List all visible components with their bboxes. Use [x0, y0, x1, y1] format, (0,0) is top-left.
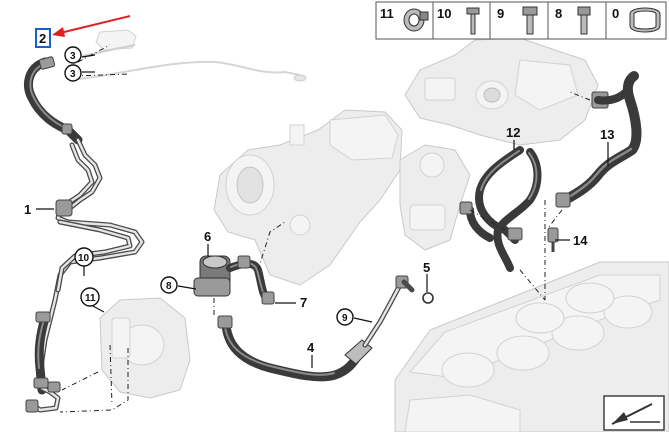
annotation-arrow	[52, 15, 131, 37]
callout-13: 13	[600, 127, 614, 142]
callout-11: 11	[85, 293, 96, 304]
callout-3-top-circle	[64, 46, 82, 64]
assembly-lines	[59, 44, 591, 413]
callout-14: 14	[573, 233, 588, 248]
callout-3-bottom: 3	[70, 69, 76, 80]
callout-2: 2	[39, 31, 46, 46]
callout-9-circle	[336, 308, 354, 326]
intake-manifold-ghost	[404, 37, 599, 146]
callout-1: 1	[24, 202, 31, 217]
hollow-screw-icon	[577, 6, 591, 35]
callouts: 1 2 3 3 4 5 6 7 8 9 10 11 12 13 14	[24, 28, 614, 355]
callout-10-circle	[74, 247, 94, 267]
callout-2-highlight-box	[35, 28, 51, 48]
callout-6: 6	[204, 229, 211, 244]
callout-7: 7	[300, 295, 307, 310]
engine-block-ghost	[394, 261, 669, 433]
callout-9: 9	[342, 313, 348, 324]
view-orientation-icon	[603, 395, 665, 431]
oil-filter-module-ghost	[99, 297, 191, 399]
legend-num-10: 10	[437, 6, 451, 21]
leader-lines	[36, 54, 609, 368]
sensor-connector-ghost	[69, 29, 307, 82]
electric-coolant-pump	[193, 255, 275, 305]
legend-num-9: 9	[497, 6, 504, 21]
bolt-icon	[466, 7, 480, 35]
callout-12: 12	[506, 125, 520, 140]
callout-11-circle	[80, 287, 100, 307]
legend-num-11: 11	[380, 6, 394, 21]
callout-8: 8	[166, 281, 172, 292]
hose-clamp-icon	[403, 8, 429, 32]
coolant-hose-4	[217, 275, 434, 382]
callout-8-circle	[160, 276, 178, 294]
callout-3-top: 3	[70, 51, 76, 62]
hardware-legend: 11 10 9 8 0	[375, 1, 667, 40]
legend-num-0: 0	[612, 6, 619, 21]
legend-num-8: 8	[555, 6, 562, 21]
coolant-hose-13	[547, 71, 642, 252]
coolant-line-assembly	[24, 56, 145, 413]
callout-3-bottom-circle	[64, 64, 82, 82]
coolant-hose-12	[459, 146, 542, 272]
banjo-bolt-icon	[522, 6, 538, 35]
spring-clamp-icon	[629, 7, 661, 33]
callout-10: 10	[78, 253, 90, 264]
thermostat-housing-ghost	[399, 144, 471, 251]
turbocharger-ghost	[213, 109, 403, 286]
callout-4: 4	[307, 340, 315, 355]
callout-5: 5	[423, 260, 430, 275]
